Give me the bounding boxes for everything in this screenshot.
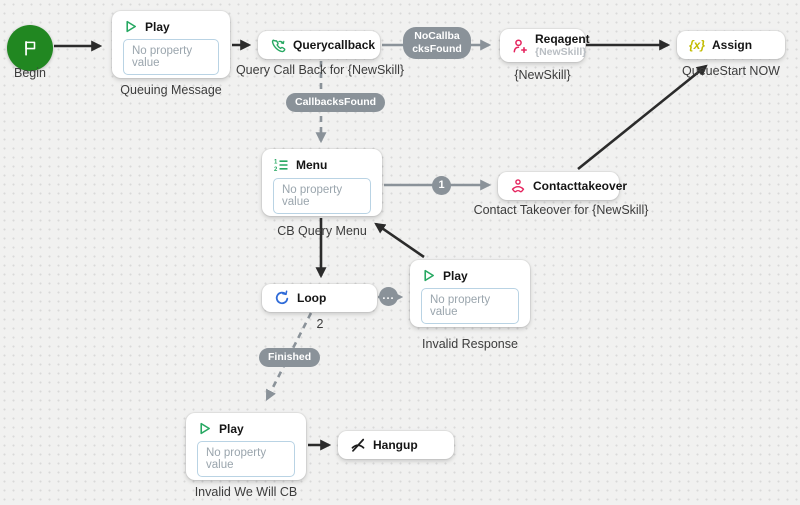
- loop-icon: [275, 290, 289, 305]
- node-assign[interactable]: {x} Assign: [677, 31, 785, 59]
- contact-takeover-phone-icon: [511, 179, 525, 193]
- node-title: Contacttakeover: [533, 179, 628, 193]
- node-title: Reqagent: [535, 32, 590, 47]
- node-hangup[interactable]: Hangup: [338, 431, 454, 459]
- queuing-message-label: Queuing Message: [120, 83, 222, 97]
- node-title: Hangup: [373, 438, 418, 452]
- property-value-box: No property value: [421, 288, 519, 324]
- invalid-response-label: Invalid Response: [422, 337, 518, 351]
- property-value-box: No property value: [273, 178, 371, 214]
- contacttakeover-label: Contact Takeover for {NewSkill}: [473, 203, 649, 217]
- reqagent-label: {NewSkill}: [514, 68, 571, 82]
- svg-text:2: 2: [274, 167, 278, 173]
- node-play-invalid-response[interactable]: Play No property value: [410, 260, 530, 327]
- menu-label: CB Query Menu: [277, 224, 367, 238]
- node-querycallback[interactable]: Querycallback: [258, 31, 380, 59]
- callback-phone-icon: [271, 39, 286, 53]
- svg-text:1: 1: [274, 160, 278, 166]
- node-title: Play: [219, 421, 244, 436]
- connector-badge-more: ...: [379, 287, 398, 306]
- connector-badge-option-1: 1: [432, 176, 451, 195]
- connector-label-finished: Finished: [259, 348, 321, 368]
- numbered-list-icon: 1 2: [274, 160, 288, 173]
- play-icon: [200, 422, 210, 435]
- node-subtitle: {NewSkill}: [535, 46, 587, 59]
- begin-label: Begin: [14, 66, 46, 80]
- connector-label-no-callbacks-found: NoCallbacksFound: [403, 27, 471, 60]
- node-title: Menu: [296, 158, 328, 172]
- node-title: Assign: [712, 38, 753, 52]
- node-play-invalid-we-will-cb[interactable]: Play No property value: [186, 413, 306, 480]
- node-title: Loop: [297, 291, 327, 305]
- flag-icon: [25, 40, 36, 56]
- play-icon: [126, 20, 136, 33]
- node-begin[interactable]: [7, 25, 53, 71]
- querycallback-label: Query Call Back for {NewSkill}: [235, 63, 405, 77]
- invalid-we-will-cb-label: Invalid We Will CB: [194, 485, 298, 499]
- play-icon: [424, 269, 434, 282]
- property-value-box: No property value: [197, 441, 295, 477]
- node-reqagent[interactable]: Reqagent {NewSkill}: [500, 29, 590, 62]
- loop-branch-label: 2: [316, 317, 324, 331]
- property-value-box: No property value: [123, 39, 219, 75]
- request-agent-icon: [513, 38, 527, 53]
- node-play-queuing-message[interactable]: Play No property value: [112, 11, 230, 78]
- assign-label: QueueStart NOW: [682, 64, 780, 78]
- node-menu[interactable]: 1 2 Menu No property value: [262, 149, 382, 216]
- hangup-icon: [351, 438, 365, 452]
- node-title: Querycallback: [293, 38, 376, 52]
- node-title: Play: [443, 268, 468, 283]
- node-contacttakeover[interactable]: Contacttakeover: [498, 172, 627, 200]
- assign-variable-icon: {x}: [689, 38, 706, 52]
- connector-label-callbacks-found: CallbacksFound: [286, 93, 386, 113]
- node-loop[interactable]: Loop: [262, 284, 377, 312]
- node-title: Play: [145, 19, 170, 34]
